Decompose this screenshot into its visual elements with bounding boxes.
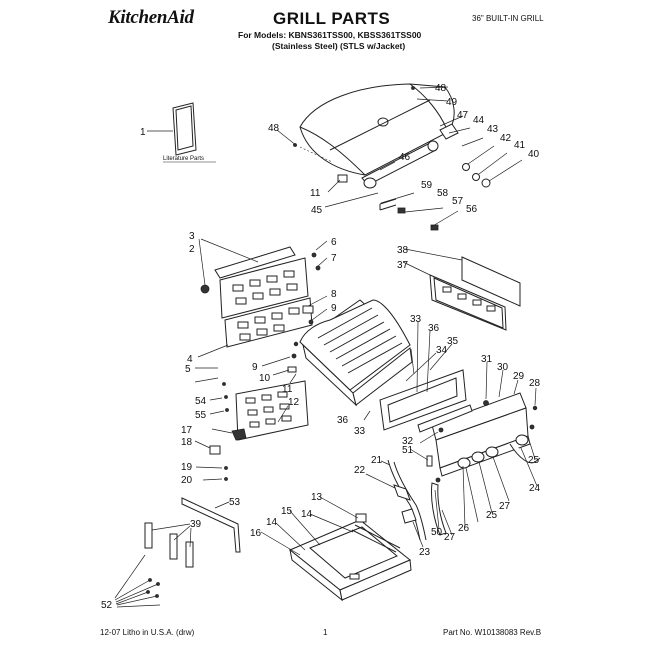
callout-3: 3 [189, 231, 195, 242]
callout-45: 45 [311, 205, 323, 216]
callout-33: 33 [410, 314, 422, 325]
callout-49: 49 [446, 97, 458, 108]
callout-55: 55 [195, 410, 207, 421]
front-control-panel-illustration [379, 369, 541, 536]
page-number: 1 [323, 628, 328, 637]
callout-18: 18 [181, 437, 193, 448]
callout-48: 48 [268, 123, 280, 134]
callout-32: 32 [402, 436, 414, 447]
callout-29: 29 [513, 371, 525, 382]
callout-12: 12 [288, 397, 300, 408]
callout-19: 19 [181, 462, 193, 473]
control-side-panel-illustration [209, 380, 309, 481]
callout-17: 17 [181, 425, 193, 436]
brand-logo: KitchenAid [108, 7, 194, 28]
callout-21: 21 [371, 455, 383, 466]
callout-42: 42 [500, 133, 512, 144]
grill-hood-illustration [293, 83, 491, 231]
callout-27b: 27 [444, 532, 456, 543]
callout-44: 44 [473, 115, 485, 126]
callout-54: 54 [195, 396, 207, 407]
callout-58: 58 [437, 188, 449, 199]
model-numbers: For Models: KBNS361TSS00, KBSS361TSS00 (… [238, 30, 421, 52]
callout-46: 46 [399, 152, 411, 163]
literature-parts-illustration: Literature Parts [147, 102, 216, 163]
left-side-panels-illustration [200, 246, 321, 348]
callout-39: 39 [190, 519, 202, 530]
callout-36: 36 [428, 323, 440, 334]
callout-52: 52 [101, 600, 113, 611]
callout-25: 25 [528, 455, 540, 466]
callout-4: 4 [187, 354, 193, 365]
literature-label: Literature Parts [163, 156, 204, 162]
right-side-panels-illustration [429, 256, 521, 331]
callout-38: 38 [397, 245, 409, 256]
callout-9: 9 [331, 303, 337, 314]
callout-27: 27 [499, 501, 511, 512]
model-numbers-line1: For Models: KBNS361TSS00, KBSS361TSS00 [238, 30, 422, 40]
callout-2: 2 [189, 244, 195, 255]
callout-22: 22 [354, 465, 366, 476]
callout-31: 31 [481, 354, 493, 365]
callout-28: 28 [529, 378, 541, 389]
callout-25b: 25 [486, 510, 498, 521]
callout-53: 53 [229, 497, 241, 508]
callout-26: 26 [458, 523, 470, 534]
callout-6: 6 [331, 237, 337, 248]
part-number: Part No. W10138083 Rev.B [443, 628, 542, 637]
callout-14: 14 [301, 509, 313, 520]
leader-lines [114, 86, 538, 608]
model-numbers-line2: (Stainless Steel) (STLS w/Jacket) [272, 41, 406, 51]
callout-7: 7 [331, 253, 337, 264]
callout-16: 16 [250, 528, 262, 539]
callout-20: 20 [181, 475, 193, 486]
page-title: GRILL PARTS [273, 9, 391, 28]
callout-11: 11 [310, 188, 321, 199]
callout-50: 50 [431, 527, 443, 538]
igniter-tube-illustration [387, 459, 427, 541]
callout-15: 15 [281, 506, 293, 517]
callout-43: 43 [487, 124, 499, 135]
callout-1: 1 [140, 127, 146, 138]
callout-36b: 36 [337, 415, 349, 426]
callout-34: 34 [436, 345, 448, 356]
callout-24: 24 [529, 483, 541, 494]
callout-35: 35 [447, 336, 459, 347]
footer-litho: 12-07 Litho in U.S.A. (drw) [100, 628, 195, 637]
callout-23: 23 [419, 547, 431, 558]
callout-11b: 11 [282, 384, 293, 395]
side-bracket-illustration [144, 497, 241, 598]
callout-51: 51 [402, 445, 414, 456]
callout-57: 57 [452, 196, 464, 207]
callout-13: 13 [311, 492, 323, 503]
callout-9b: 9 [252, 362, 258, 373]
callout-56: 56 [466, 204, 478, 215]
callout-47: 47 [457, 110, 469, 121]
callout-59: 59 [421, 180, 433, 191]
callout-41: 41 [514, 140, 526, 151]
callout-30: 30 [497, 362, 509, 373]
callout-5: 5 [185, 364, 191, 375]
callout-8: 8 [331, 289, 337, 300]
product-subtitle: 36" BUILT-IN GRILL [472, 14, 544, 23]
callout-10: 10 [259, 373, 271, 384]
callout-40: 40 [528, 149, 540, 160]
callout-33b: 33 [354, 426, 366, 437]
firebox-illustration [287, 299, 413, 407]
bottom-tray-illustration [289, 513, 412, 602]
callout-37: 37 [397, 260, 409, 271]
callout-48b: 48 [435, 83, 447, 94]
callout-numbers: 1 2 3 4 5 6 7 8 9 9 10 11 11 12 13 14 14… [101, 83, 541, 611]
callout-14b: 14 [266, 517, 278, 528]
